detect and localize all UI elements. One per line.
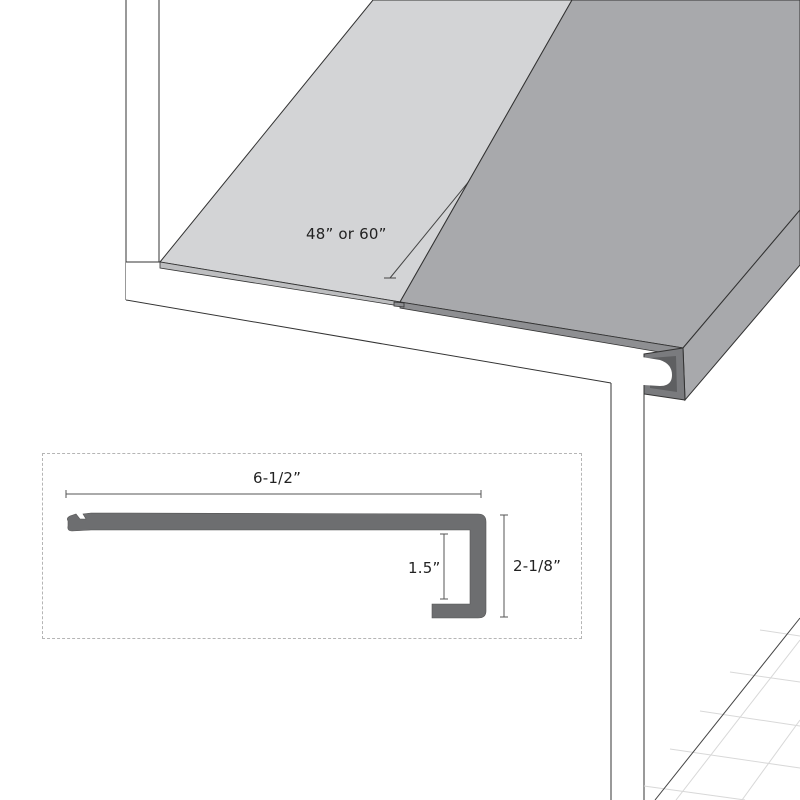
joint-click-detail — [393, 301, 405, 308]
tread-front-face — [125, 261, 683, 800]
floor-tiles — [643, 629, 800, 800]
profile-dimension-lines — [65, 490, 508, 618]
nosing-end-profile — [611, 347, 686, 401]
profile-width-label: 6-1/2” — [253, 469, 302, 487]
profile-cross-section — [67, 512, 487, 619]
total-height-label: 2-1/8” — [513, 557, 562, 575]
wall-lines — [125, 0, 160, 300]
inner-height-label: 1.5” — [408, 559, 441, 577]
floor-edge-line — [654, 617, 800, 800]
panel-length-label: 48” or 60” — [306, 225, 387, 243]
profile-detail-box — [42, 453, 582, 639]
